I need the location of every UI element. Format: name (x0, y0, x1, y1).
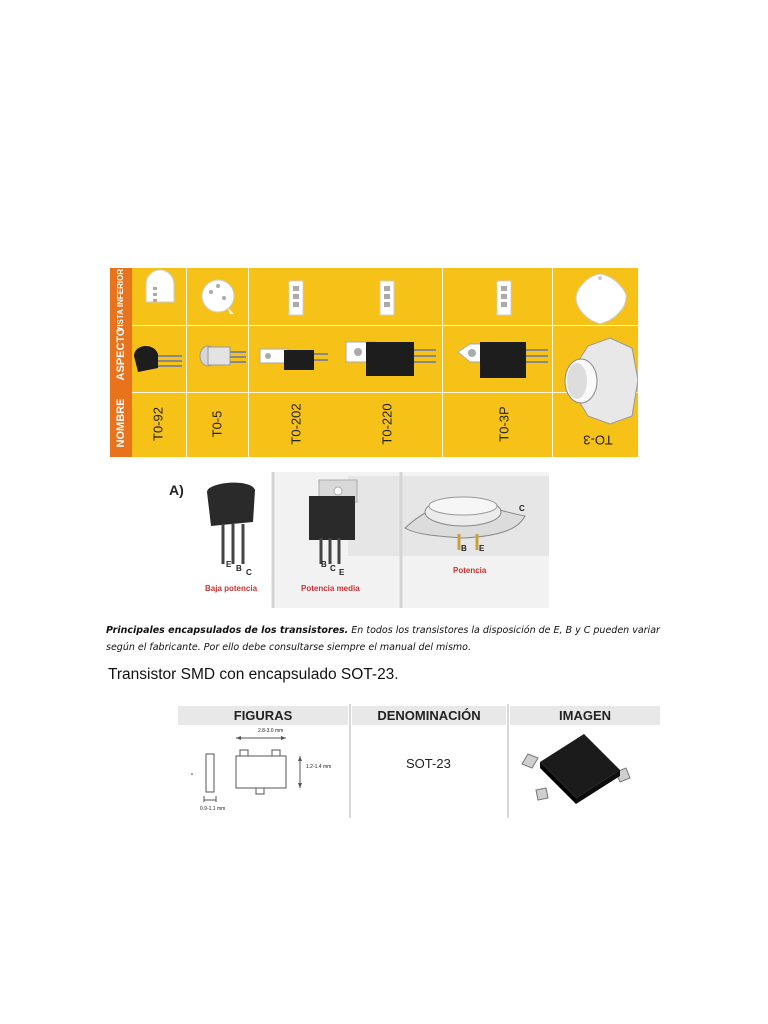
bottom-view-to202 (288, 280, 304, 316)
package-chart: VISTA INFERIOR ASPECTO NOMBRE (110, 268, 638, 457)
bottom-view-to5 (201, 279, 235, 314)
aspect-to92 (134, 345, 182, 372)
pin-label: C (330, 564, 336, 573)
caption-bold: Principales encapsulados de los transist… (106, 625, 349, 636)
aspect-to202 (259, 348, 328, 370)
package-name-to202: T0-202 (288, 403, 304, 445)
bottom-view-to220 (379, 280, 395, 316)
caption-text: En todos los transistores la disposición… (106, 625, 660, 653)
package-name-to3p: T0-3P (496, 406, 512, 442)
smd-table: FIGURAS DENOMINACIÓN IMAGEN 2.8-3.0 mm 1… (176, 704, 662, 818)
pin-label: E (226, 560, 232, 569)
header-figuras: FIGURAS (178, 706, 348, 725)
transistor-photo-a: A) E B C Baja potencia B C E Potencia me… (163, 472, 549, 608)
pin-label: C (246, 568, 252, 577)
caption-potencia: Potencia (453, 566, 487, 575)
sot23-image (521, 734, 631, 804)
aspect-to5 (199, 345, 246, 367)
dim-height: 1.2-1.4 mm (306, 764, 332, 770)
caption-potencia-media: Potencia media (301, 584, 360, 593)
pin-label: B (461, 544, 467, 553)
aspect-to3p (457, 342, 548, 378)
pin-label: E (479, 544, 485, 553)
pin-label: C (519, 504, 525, 513)
dim-width: 2.8-3.0 mm (258, 728, 284, 734)
pin-label: B (321, 560, 327, 569)
aspect-to3 (564, 337, 638, 425)
bottom-view-to3 (575, 273, 627, 325)
sot23-dimension-drawing (191, 736, 302, 802)
row-label-column: VISTA INFERIOR ASPECTO NOMBRE (110, 268, 132, 457)
dim-thickness: 0.9-1.1 mm (200, 806, 226, 812)
aspect-to220 (345, 341, 436, 376)
package-name-to3: TO-3 (583, 432, 613, 448)
package-name-sot23: SOT-23 (406, 756, 451, 771)
smd-heading: Transistor SMD con encapsulado SOT-23. (108, 666, 399, 683)
package-drawings (134, 269, 638, 425)
package-name-to92: T0-92 (150, 407, 166, 441)
bottom-view-to3p (496, 280, 512, 316)
package-name-to220: T0-220 (379, 403, 395, 445)
pin-label: E (339, 568, 345, 577)
bottom-view-to92 (145, 269, 175, 303)
header-imagen: IMAGEN (510, 706, 660, 725)
caption-baja-potencia: Baja potencia (205, 584, 258, 593)
figure-a-drawing (207, 472, 549, 608)
figure-caption: Principales encapsulados de los transist… (106, 622, 666, 656)
package-name-to5: T0-5 (209, 410, 225, 438)
pin-label: B (236, 564, 242, 573)
header-denominacion: DENOMINACIÓN (352, 706, 506, 725)
figure-a-label: A) (169, 482, 184, 498)
